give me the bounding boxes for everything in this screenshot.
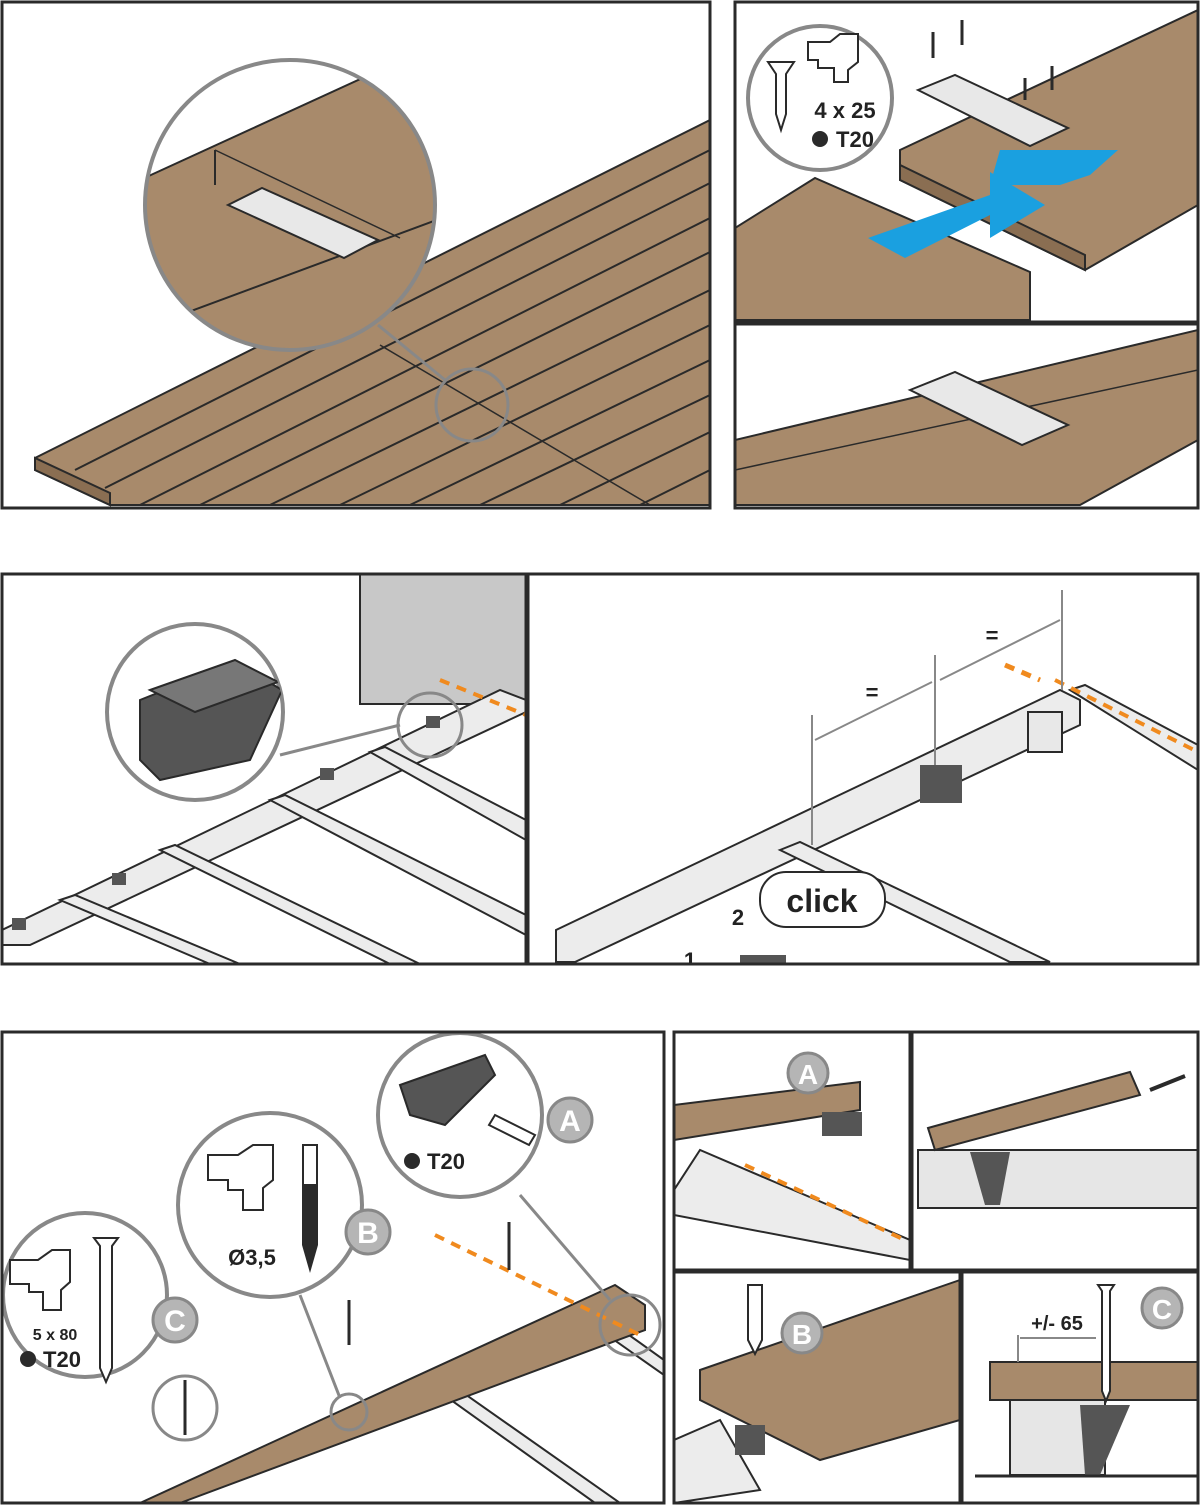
panel-detail-c: +/- 65 C	[975, 1284, 1198, 1478]
drill-bit-icon	[302, 1144, 318, 1273]
alignment-line	[439, 678, 526, 717]
step-two-label: 2	[732, 905, 744, 930]
equal-mark-2: =	[986, 623, 999, 648]
hidden-clip-icon	[822, 1112, 862, 1136]
bit-label: T20	[836, 127, 874, 152]
hidden-clip-icon	[12, 716, 440, 930]
screw-size-label: 4 x 25	[814, 98, 875, 123]
callout-c-screw: 5 x 80	[33, 1327, 78, 1344]
connector-plate-icon	[907, 370, 1071, 447]
alignment-line	[1054, 678, 1198, 754]
alignment-line	[434, 1233, 641, 1337]
screw-icon	[931, 20, 1054, 100]
click-label: click	[786, 883, 857, 919]
tool-info-bubble: 4 x 25 T20	[746, 24, 894, 172]
panel-plate-fixing: 4 x 25 T20	[735, 8, 1198, 321]
pencil-icon	[747, 1284, 763, 1357]
callout-a-bit: T20	[427, 1149, 465, 1174]
alignment-line	[744, 1163, 906, 1242]
hidden-clip-icon	[740, 955, 786, 964]
deck-board	[139, 1283, 646, 1503]
panel-deck-overview	[34, 58, 710, 507]
hidden-clip-icon	[735, 1425, 765, 1455]
connector-plate-icon	[1027, 711, 1063, 753]
screw-icon	[1149, 1074, 1186, 1092]
click-bubble: click	[759, 871, 886, 928]
push-arrow-right	[868, 172, 1045, 258]
badge-c: C	[164, 1305, 186, 1338]
panel-board-tilt	[917, 1070, 1198, 1209]
detail-target-circle	[434, 367, 510, 443]
panel-plate-mounted	[735, 328, 1198, 506]
connector-plate-icon	[225, 186, 381, 260]
torx-icon	[20, 1351, 36, 1367]
panel-detail-a: A	[674, 1051, 910, 1262]
zoom-circle-connector	[143, 58, 437, 352]
badge-a: A	[559, 1105, 581, 1138]
badge-b: B	[357, 1217, 379, 1250]
connector-plate-icon	[915, 73, 1071, 148]
dimension-lines	[811, 590, 1063, 845]
screw-icon	[92, 1237, 120, 1385]
torx-icon	[404, 1153, 420, 1169]
drill-icon	[207, 1144, 274, 1211]
badge-a: A	[798, 1059, 818, 1090]
torx-icon	[812, 131, 828, 147]
callout-c: 5 x 80 T20 C	[2, 1211, 199, 1385]
drill-icon	[807, 33, 859, 83]
callout-a: T20 A	[376, 1032, 594, 1199]
callout-b-drill: Ø3,5	[228, 1245, 276, 1270]
badge-c: C	[1152, 1294, 1172, 1325]
hidden-clip-icon	[398, 1053, 497, 1127]
equal-mark-1: =	[866, 680, 879, 705]
wall	[359, 574, 526, 705]
screw-icon	[766, 61, 796, 134]
drill-icon	[9, 1249, 71, 1311]
panel-spacing-click: = = click 2 1	[555, 590, 1198, 973]
step-one-label: 1	[684, 948, 696, 973]
screw-icon	[1096, 1284, 1116, 1404]
spacing-label: +/- 65	[1031, 1313, 1083, 1335]
push-arrow-left	[990, 150, 1118, 185]
zoom-circle-clip	[105, 622, 285, 802]
callout-b: Ø3,5 B	[176, 1111, 392, 1299]
panel-frame-clips	[2, 574, 526, 964]
badge-b: B	[792, 1319, 812, 1350]
panel-board-fixing: T20 A Ø3,5 B 5 x	[2, 1032, 664, 1503]
hidden-clip-icon	[139, 658, 283, 782]
hidden-clip-icon	[920, 765, 962, 803]
callout-c-bit: T20	[43, 1347, 81, 1372]
screw-icon	[487, 1113, 537, 1147]
panel-detail-b: B	[674, 1278, 960, 1503]
